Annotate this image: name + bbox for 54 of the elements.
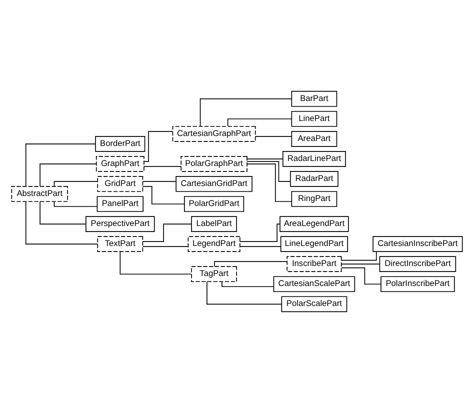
connector xyxy=(142,186,185,204)
connector xyxy=(222,281,274,288)
node-box: PolarGraphPart xyxy=(180,156,248,172)
connector xyxy=(25,144,96,187)
connector xyxy=(246,164,292,202)
node-box: AbstractPart xyxy=(11,186,68,202)
node-box: PerspectivePart xyxy=(86,216,155,232)
node-box: PolarGridPart xyxy=(184,196,244,212)
connector xyxy=(142,224,192,242)
connector xyxy=(144,130,173,162)
node-box: GridPart xyxy=(97,176,144,192)
connector xyxy=(142,181,176,182)
node-box: AreaPart xyxy=(291,130,338,147)
connector xyxy=(240,246,282,247)
node-box: DirectInscribePart xyxy=(379,256,456,272)
connector xyxy=(246,158,284,160)
connector xyxy=(341,267,382,285)
node-box: LabelPart xyxy=(191,216,237,232)
node-box: LineLegendPart xyxy=(280,236,348,252)
node-box: LinePart xyxy=(291,110,338,127)
connector xyxy=(341,251,377,261)
node-box: RadarPart xyxy=(290,171,338,187)
node-box: BorderPart xyxy=(95,136,146,152)
node-box: CartesianGraphPart xyxy=(172,126,256,142)
connector xyxy=(120,251,192,275)
node-box: AreaLegendPart xyxy=(280,216,349,232)
connector xyxy=(54,201,98,207)
connector xyxy=(227,118,292,126)
connector xyxy=(214,261,288,267)
node-box: InscribePart xyxy=(286,256,342,272)
connector xyxy=(40,201,86,224)
node-box: CartesianGridPart xyxy=(176,176,252,192)
node-box: CartesianScalePart xyxy=(273,276,356,292)
connector xyxy=(200,98,292,127)
connector xyxy=(142,246,188,247)
connector xyxy=(25,201,98,244)
node-box: PanelPart xyxy=(96,196,144,212)
node-box: GraphPart xyxy=(96,156,144,172)
connector xyxy=(254,136,292,137)
node-box: RingPart xyxy=(291,191,338,207)
node-box: TagPart xyxy=(191,266,237,282)
connector xyxy=(206,281,282,305)
connector xyxy=(240,224,280,242)
node-box: LegendPart xyxy=(188,236,240,252)
connector xyxy=(40,164,97,187)
node-box: CartesianInscribePart xyxy=(372,236,463,252)
connector xyxy=(54,181,98,187)
connector xyxy=(246,161,291,182)
node-box: TextPart xyxy=(97,236,144,252)
node-box: PolarScalePart xyxy=(281,296,348,312)
node-box: BarPart xyxy=(291,90,338,107)
node-box: PolarInscribePart xyxy=(380,276,455,292)
connector xyxy=(144,166,182,167)
node-box: RadarLinePart xyxy=(282,151,346,167)
